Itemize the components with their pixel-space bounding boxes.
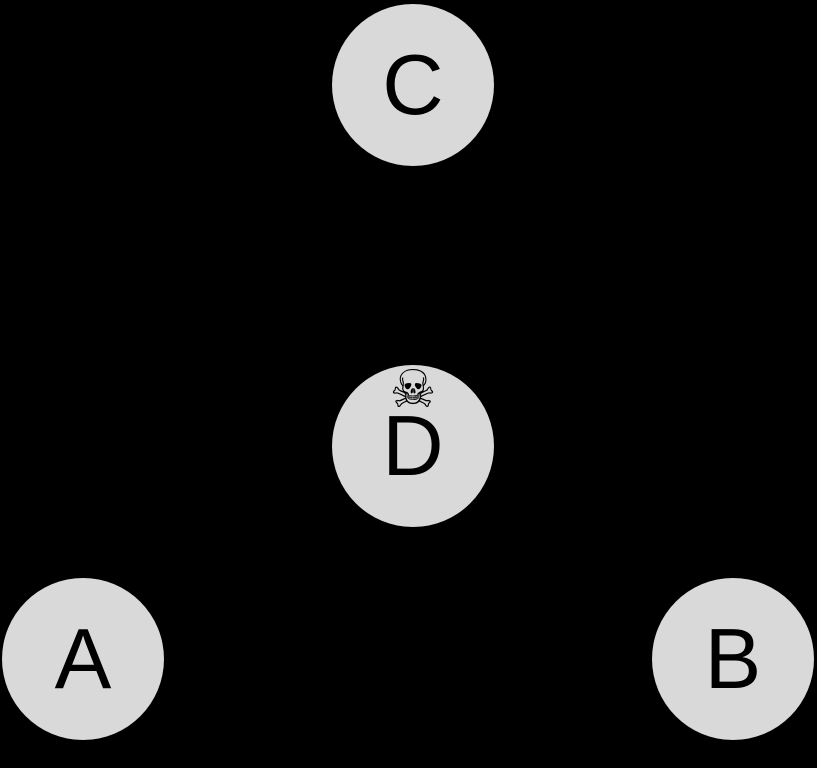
graph-node-label: B bbox=[704, 611, 762, 707]
graph-node-label: C bbox=[382, 37, 444, 133]
skull-and-crossbones-icon: ☠ bbox=[389, 360, 437, 420]
graph-node-D: ☠ D bbox=[332, 360, 494, 527]
graph-node-label: D bbox=[382, 398, 444, 494]
graph-node-B: B bbox=[652, 578, 814, 740]
graph-node-label: A bbox=[54, 611, 112, 707]
graph-node-A: A bbox=[2, 578, 164, 740]
graph-node-C: C bbox=[332, 4, 494, 166]
